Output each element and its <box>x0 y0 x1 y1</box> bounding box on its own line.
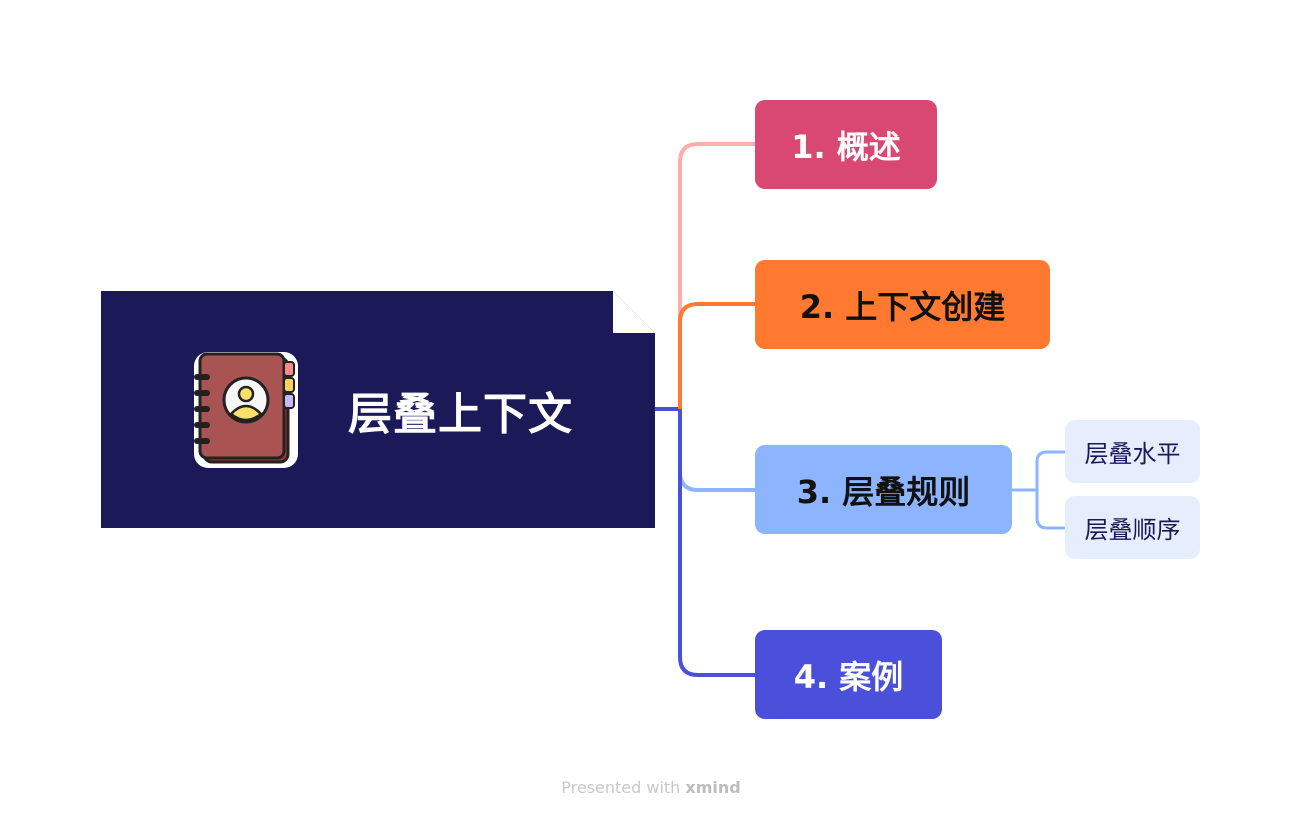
central-topic[interactable] <box>101 291 655 528</box>
topic-stacking-rules[interactable]: 3. 层叠规则 <box>755 445 1012 534</box>
address-book-icon <box>194 352 298 468</box>
topic-overview[interactable]: 1. 概述 <box>755 100 937 189</box>
topic-context-creation[interactable]: 2. 上下文创建 <box>755 260 1050 349</box>
central-topic-title: 层叠上下文 <box>348 389 573 440</box>
footer-prefix: Presented with <box>561 778 681 797</box>
footer-credit: Presented with xmind <box>0 778 1302 797</box>
subtopic-stacking-order[interactable]: 层叠顺序 <box>1065 496 1200 559</box>
topic-examples[interactable]: 4. 案例 <box>755 630 942 719</box>
xmind-brand: xmind <box>685 778 741 797</box>
subtopic-stacking-level[interactable]: 层叠水平 <box>1065 420 1200 483</box>
folded-corner <box>613 291 655 333</box>
